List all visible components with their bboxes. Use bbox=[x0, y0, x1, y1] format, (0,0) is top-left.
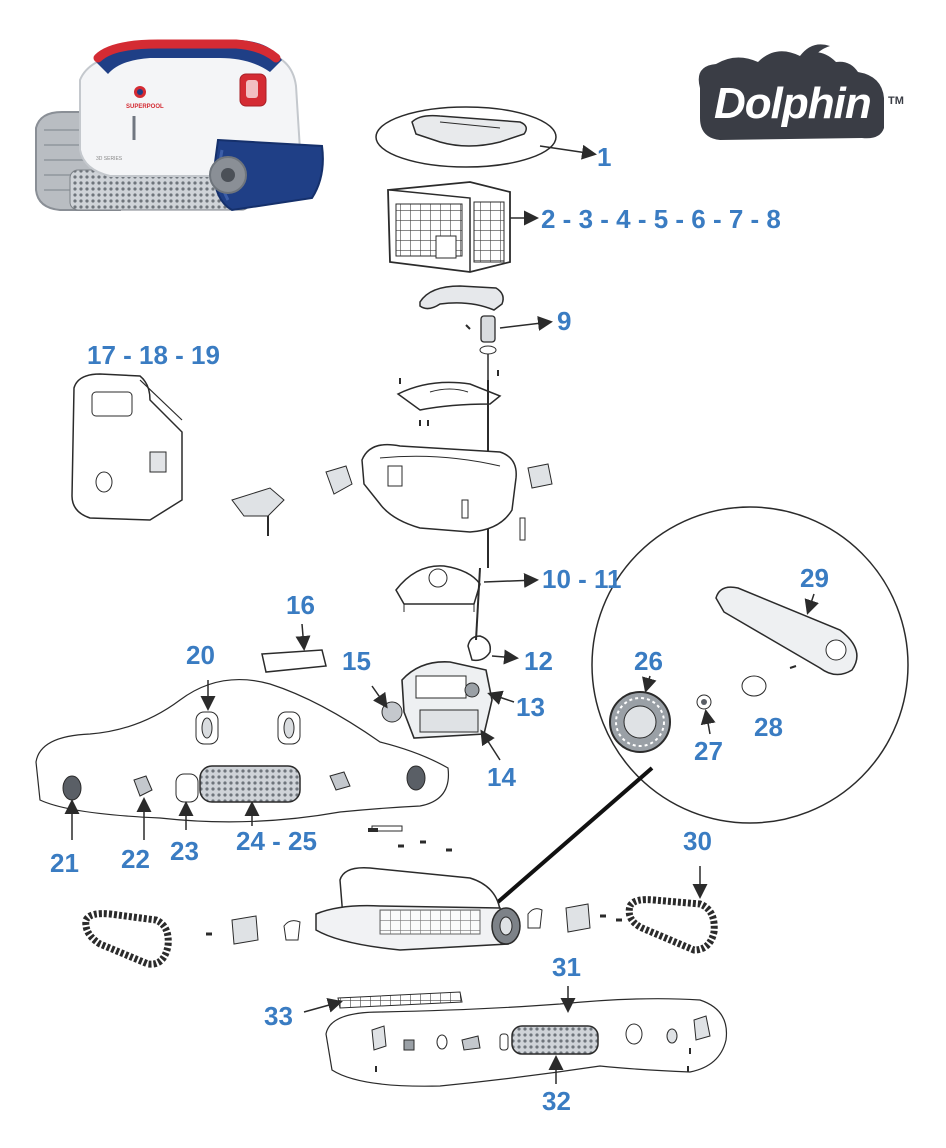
callout-12: 12 bbox=[524, 646, 553, 676]
part-30-tracks bbox=[82, 866, 718, 968]
part-2-8-filter-basket bbox=[387, 181, 539, 273]
part-main-housing bbox=[325, 443, 553, 541]
callout-30: 30 bbox=[683, 826, 712, 856]
callout-10-11: 10 - 11 bbox=[542, 564, 622, 594]
part-16-clip bbox=[261, 623, 327, 673]
callout-24-25: 24 - 25 bbox=[236, 826, 317, 856]
part-1-top-cover bbox=[375, 106, 597, 168]
product-badge-text: SUPERPOOL bbox=[126, 104, 164, 110]
callout-15: 15 bbox=[342, 646, 371, 676]
callout-31: 31 bbox=[552, 952, 581, 982]
callout-9: 9 bbox=[557, 306, 572, 336]
callout-26: 26 bbox=[634, 646, 663, 676]
dolphin-logo-text: Dolphin bbox=[714, 79, 872, 128]
part-handle-bar bbox=[419, 285, 504, 311]
callout-32: 32 bbox=[542, 1086, 571, 1116]
callout-14: 14 bbox=[487, 762, 516, 792]
callout-22: 22 bbox=[121, 844, 150, 874]
part-17-19-power-supply bbox=[71, 373, 285, 536]
dolphin-trademark: TM bbox=[888, 95, 904, 107]
callout-23: 23 bbox=[170, 836, 199, 866]
product-series-text: 3D SERIES bbox=[96, 156, 123, 162]
callout-27: 27 bbox=[694, 736, 723, 766]
dolphin-logo bbox=[698, 44, 884, 141]
callout-21: 21 bbox=[50, 848, 79, 878]
callout-20: 20 bbox=[186, 640, 215, 670]
callout-16: 16 bbox=[286, 590, 315, 620]
part-12-cable-clamp bbox=[467, 567, 519, 665]
callout-1: 1 bbox=[597, 142, 612, 172]
callout-13: 13 bbox=[516, 692, 545, 722]
part-10-11-impeller-cover bbox=[395, 565, 539, 612]
callout-33: 33 bbox=[264, 1001, 293, 1031]
part-31-33-bottom-brush-group bbox=[303, 986, 728, 1087]
callout-29: 29 bbox=[800, 563, 829, 593]
callout-28: 28 bbox=[754, 712, 783, 742]
part-9-swivel bbox=[465, 315, 553, 380]
part-13-14-motor-unit bbox=[371, 661, 515, 761]
callout-17-19: 17 - 18 - 19 bbox=[87, 340, 220, 370]
callout-2-8: 2 - 3 - 4 - 5 - 6 - 7 - 8 bbox=[541, 204, 781, 234]
product-photo: SUPERPOOL 3D SERIES bbox=[35, 39, 324, 212]
part-20-25-brush-group bbox=[35, 678, 450, 840]
part-26-29-zoom-detail bbox=[496, 506, 909, 904]
part-chassis bbox=[315, 828, 521, 951]
